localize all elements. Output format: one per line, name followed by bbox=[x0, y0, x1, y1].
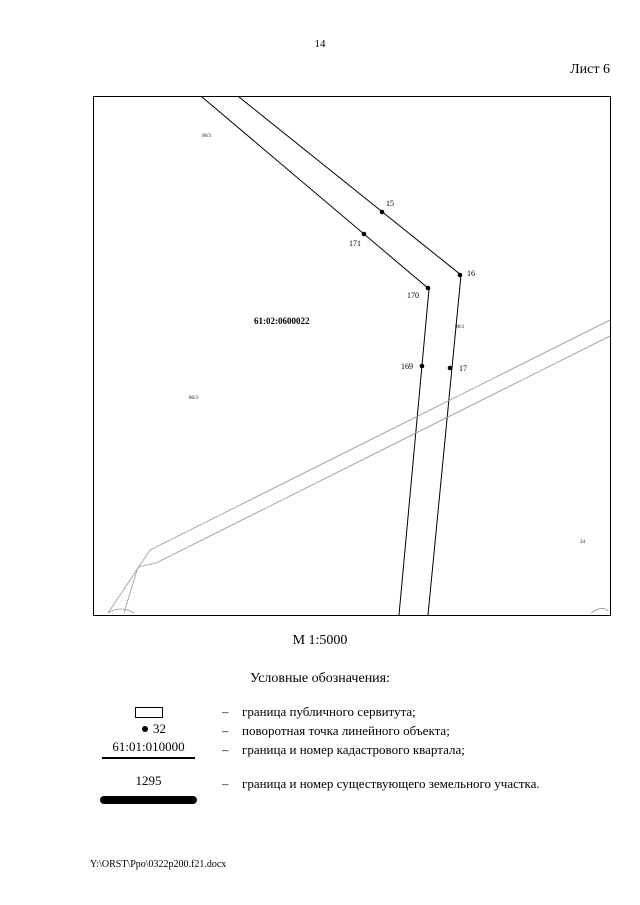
point-label-169: 169 bbox=[401, 362, 413, 371]
legend-dash: – bbox=[222, 776, 229, 791]
legend-point-number: 32 bbox=[153, 721, 166, 736]
quarter-line-icon bbox=[102, 757, 195, 759]
rectangle-icon bbox=[135, 707, 163, 718]
road-edge-diagonal-2 bbox=[137, 562, 157, 568]
legend-text: граница и номер кадастрового квартала; bbox=[242, 742, 465, 757]
easement-inner-boundary bbox=[201, 97, 430, 615]
road-edge-lower bbox=[123, 566, 139, 614]
turning-point-171 bbox=[361, 231, 367, 237]
legend-quarter-number: 61:01:010000 bbox=[112, 739, 185, 754]
map-frame: 15 171 16 170 169 17 61:02:0600022 96/3 … bbox=[93, 96, 611, 616]
turning-point-15 bbox=[379, 209, 385, 215]
legend-parcel-number: 1295 bbox=[135, 773, 162, 788]
point-icon bbox=[142, 726, 148, 732]
easement-outer-boundary bbox=[238, 97, 462, 615]
legend-dash: – bbox=[222, 723, 229, 738]
turning-point-16 bbox=[457, 272, 463, 278]
sheet-label: Лист 6 bbox=[570, 62, 610, 77]
turning-point-17 bbox=[447, 365, 453, 371]
legend-dash: – bbox=[222, 704, 229, 719]
parcel-label: 96/3 bbox=[202, 134, 211, 139]
legend-dash: – bbox=[222, 742, 229, 757]
legend-item-quarter: 61:01:010000 – граница и номер кадастров… bbox=[0, 739, 640, 762]
parcel-label: 86/3 bbox=[189, 396, 198, 401]
footer-file-path: Y:\ORST\Ppo\0322p200.f21.docx bbox=[90, 859, 227, 870]
turning-point-170 bbox=[425, 285, 431, 291]
parcel-label: 34 bbox=[580, 540, 586, 545]
turning-point-169 bbox=[419, 363, 425, 369]
point-label-16: 16 bbox=[467, 269, 475, 278]
road-edge-diagonal bbox=[107, 549, 151, 614]
legend-item-easement: – граница публичного сервитута; bbox=[0, 704, 640, 724]
legend-title: Условные обозначения: bbox=[249, 671, 391, 686]
cadastral-quarter-label: 61:02:0600022 bbox=[254, 316, 310, 326]
parcel-label: 96/3 bbox=[455, 325, 464, 330]
legend-symbol-parcel: 1295 bbox=[96, 773, 216, 804]
legend-symbol-quarter: 61:01:010000 bbox=[96, 739, 216, 762]
point-label-17: 17 bbox=[459, 364, 467, 373]
boundary-curve-left bbox=[107, 608, 135, 614]
parcel-bar-icon bbox=[100, 796, 197, 804]
point-label-15: 15 bbox=[386, 199, 394, 208]
legend-symbol-point: 32 bbox=[96, 721, 216, 743]
point-label-171: 171 bbox=[349, 239, 361, 248]
legend-text: поворотная точка линейного объекта; bbox=[242, 723, 450, 738]
boundary-curve-right bbox=[590, 608, 609, 614]
road-edge-bottom bbox=[155, 335, 610, 564]
legend-text: граница публичного сервитута; bbox=[242, 704, 416, 719]
map-scale: М 1:5000 bbox=[292, 633, 348, 648]
legend-symbol-easement bbox=[96, 704, 216, 724]
legend-item-point: 32 – поворотная точка линейного объекта; bbox=[0, 721, 640, 743]
point-label-170: 170 bbox=[407, 291, 419, 300]
page-number: 14 bbox=[314, 38, 326, 50]
road-edge-top bbox=[149, 319, 610, 551]
legend-item-parcel: 1295 – граница и номер существующего зем… bbox=[0, 773, 640, 804]
legend-text: граница и номер существующего земельного… bbox=[242, 776, 540, 791]
map-canvas: 15 171 16 170 169 17 61:02:0600022 96/3 … bbox=[107, 97, 610, 615]
